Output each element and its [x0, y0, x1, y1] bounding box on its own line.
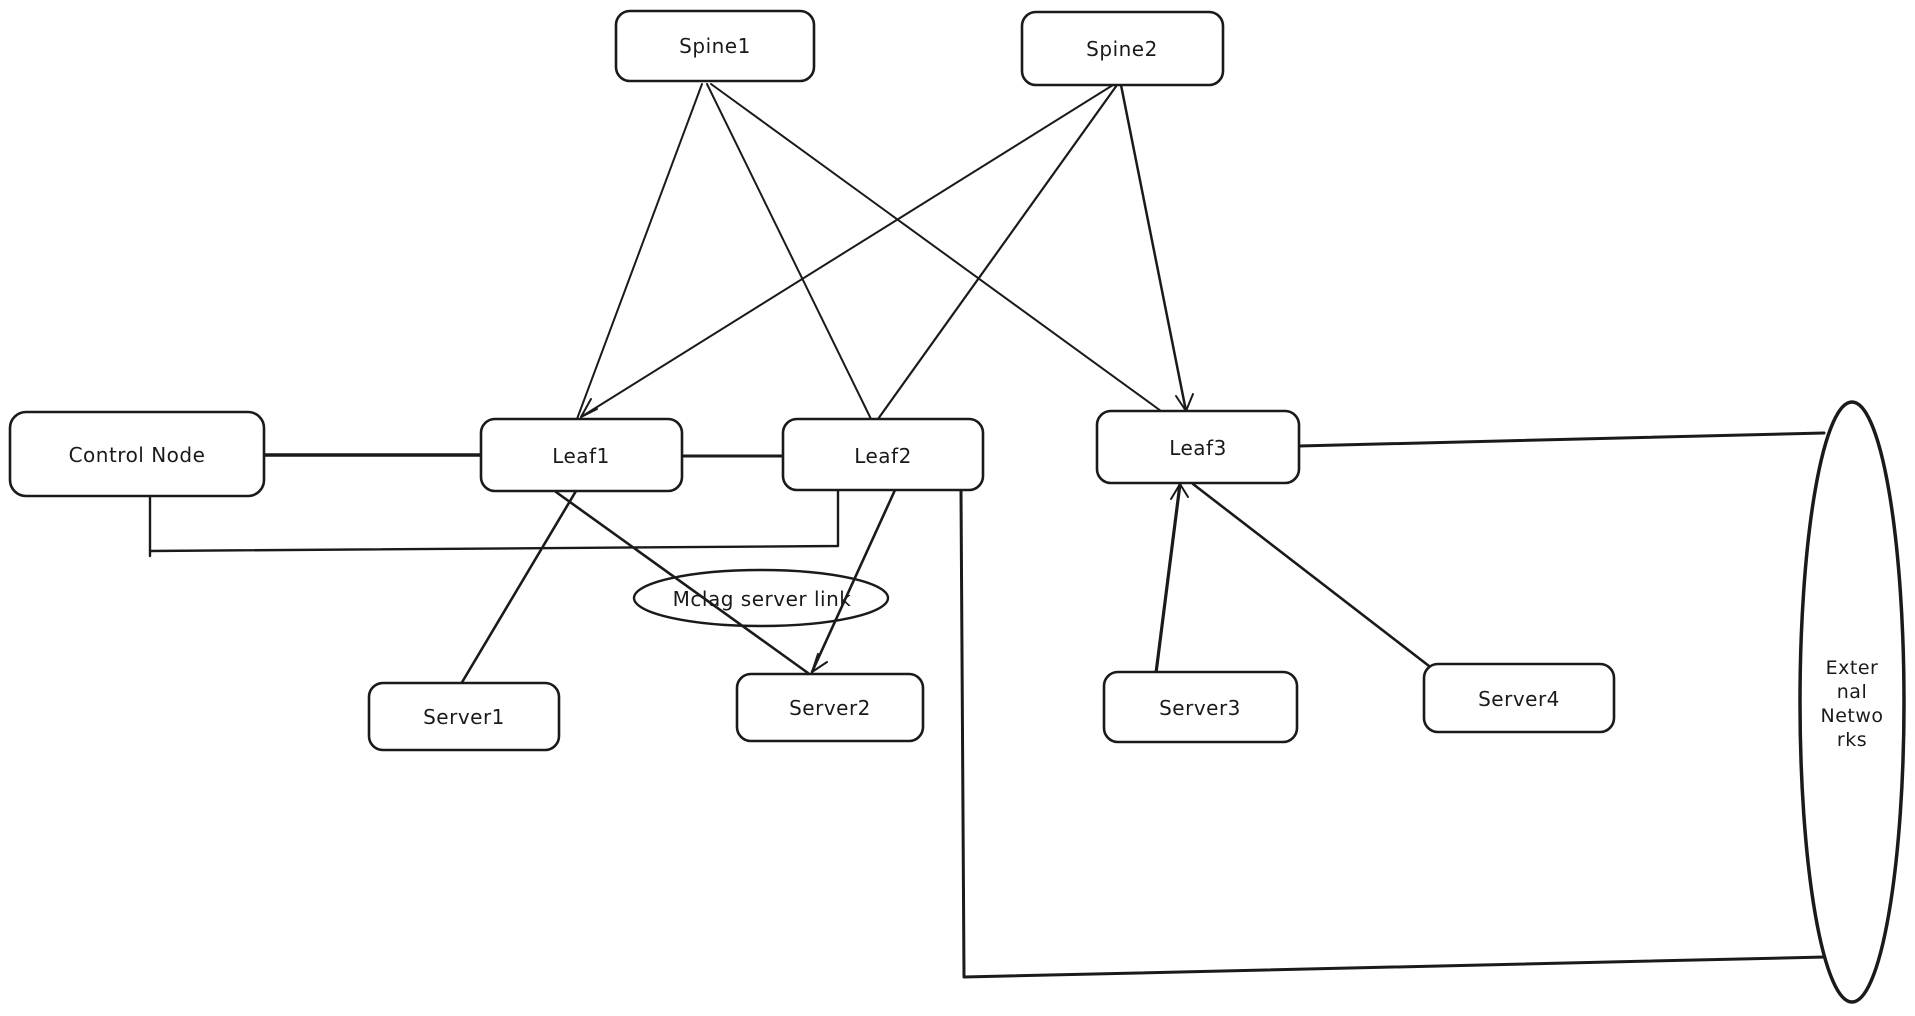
label-server4: Server4 — [1478, 687, 1560, 711]
label-leaf1: Leaf1 — [552, 444, 610, 468]
label-external-networks: Exter nal Netwo rks — [1820, 657, 1883, 751]
edge-leaf2-server2[interactable] — [810, 488, 897, 674]
arrowhead-leaf3-server3 — [1170, 483, 1189, 500]
label-spine1: Spine1 — [679, 34, 751, 58]
label-server2: Server2 — [789, 696, 871, 720]
node-mclag-server-link[interactable] — [632, 568, 890, 628]
node-spine2[interactable] — [1020, 10, 1225, 87]
node-server1[interactable] — [367, 681, 561, 752]
node-leaf2[interactable] — [781, 417, 985, 492]
label-leaf3: Leaf3 — [1169, 436, 1227, 460]
arrowhead-spine2-leaf3 — [1175, 393, 1194, 412]
edge-leaf3-server3[interactable] — [1154, 482, 1182, 675]
edge-spine2-leaf2[interactable] — [876, 83, 1119, 421]
label-external-networks-line1: Exter — [1826, 657, 1879, 679]
arrowhead-spine2-leaf1 — [580, 398, 598, 418]
edge-spine2-leaf3[interactable] — [1119, 83, 1188, 413]
edge-controlnode-leaf2[interactable] — [148, 488, 840, 558]
label-control-node: Control Node — [69, 443, 206, 467]
labels: Spine1 Spine2 Control Node Leaf1 Leaf2 L… — [69, 34, 1883, 751]
edge-spine1-leaf3[interactable] — [710, 83, 1162, 412]
label-leaf2: Leaf2 — [854, 444, 912, 468]
node-leaf1[interactable] — [479, 417, 684, 493]
edge-leaf3-server4[interactable] — [1191, 482, 1431, 668]
label-external-networks-line3: Netwo — [1820, 705, 1883, 727]
node-server2[interactable] — [735, 672, 925, 743]
node-server3[interactable] — [1102, 670, 1299, 744]
edge-spine2-leaf1[interactable] — [580, 84, 1114, 418]
nodes — [8, 9, 1906, 1004]
node-external-networks[interactable] — [1798, 400, 1906, 1004]
label-spine2: Spine2 — [1086, 37, 1158, 61]
label-server1: Server1 — [423, 705, 505, 729]
node-control-node[interactable] — [8, 410, 266, 498]
edge-spine1-leaf2[interactable] — [706, 83, 872, 420]
edge-leaf3-external-networks[interactable] — [1297, 431, 1826, 448]
edge-spine1-leaf1[interactable] — [576, 83, 703, 420]
arrowhead-leaf2-server2 — [811, 653, 828, 673]
label-external-networks-line4: rks — [1837, 729, 1867, 751]
node-spine1[interactable] — [614, 9, 816, 83]
label-server3: Server3 — [1159, 696, 1241, 720]
label-external-networks-line2: nal — [1837, 681, 1867, 703]
node-leaf3[interactable] — [1095, 409, 1301, 485]
edge-leaf1-server2[interactable] — [554, 490, 810, 675]
label-mclag-server-link: Mclag server link — [673, 587, 852, 611]
edge-leaf1-server1[interactable] — [459, 489, 578, 686]
edge-leaf2-external-networks[interactable] — [959, 489, 1827, 979]
node-server4[interactable] — [1422, 662, 1616, 734]
edges — [148, 83, 1827, 979]
